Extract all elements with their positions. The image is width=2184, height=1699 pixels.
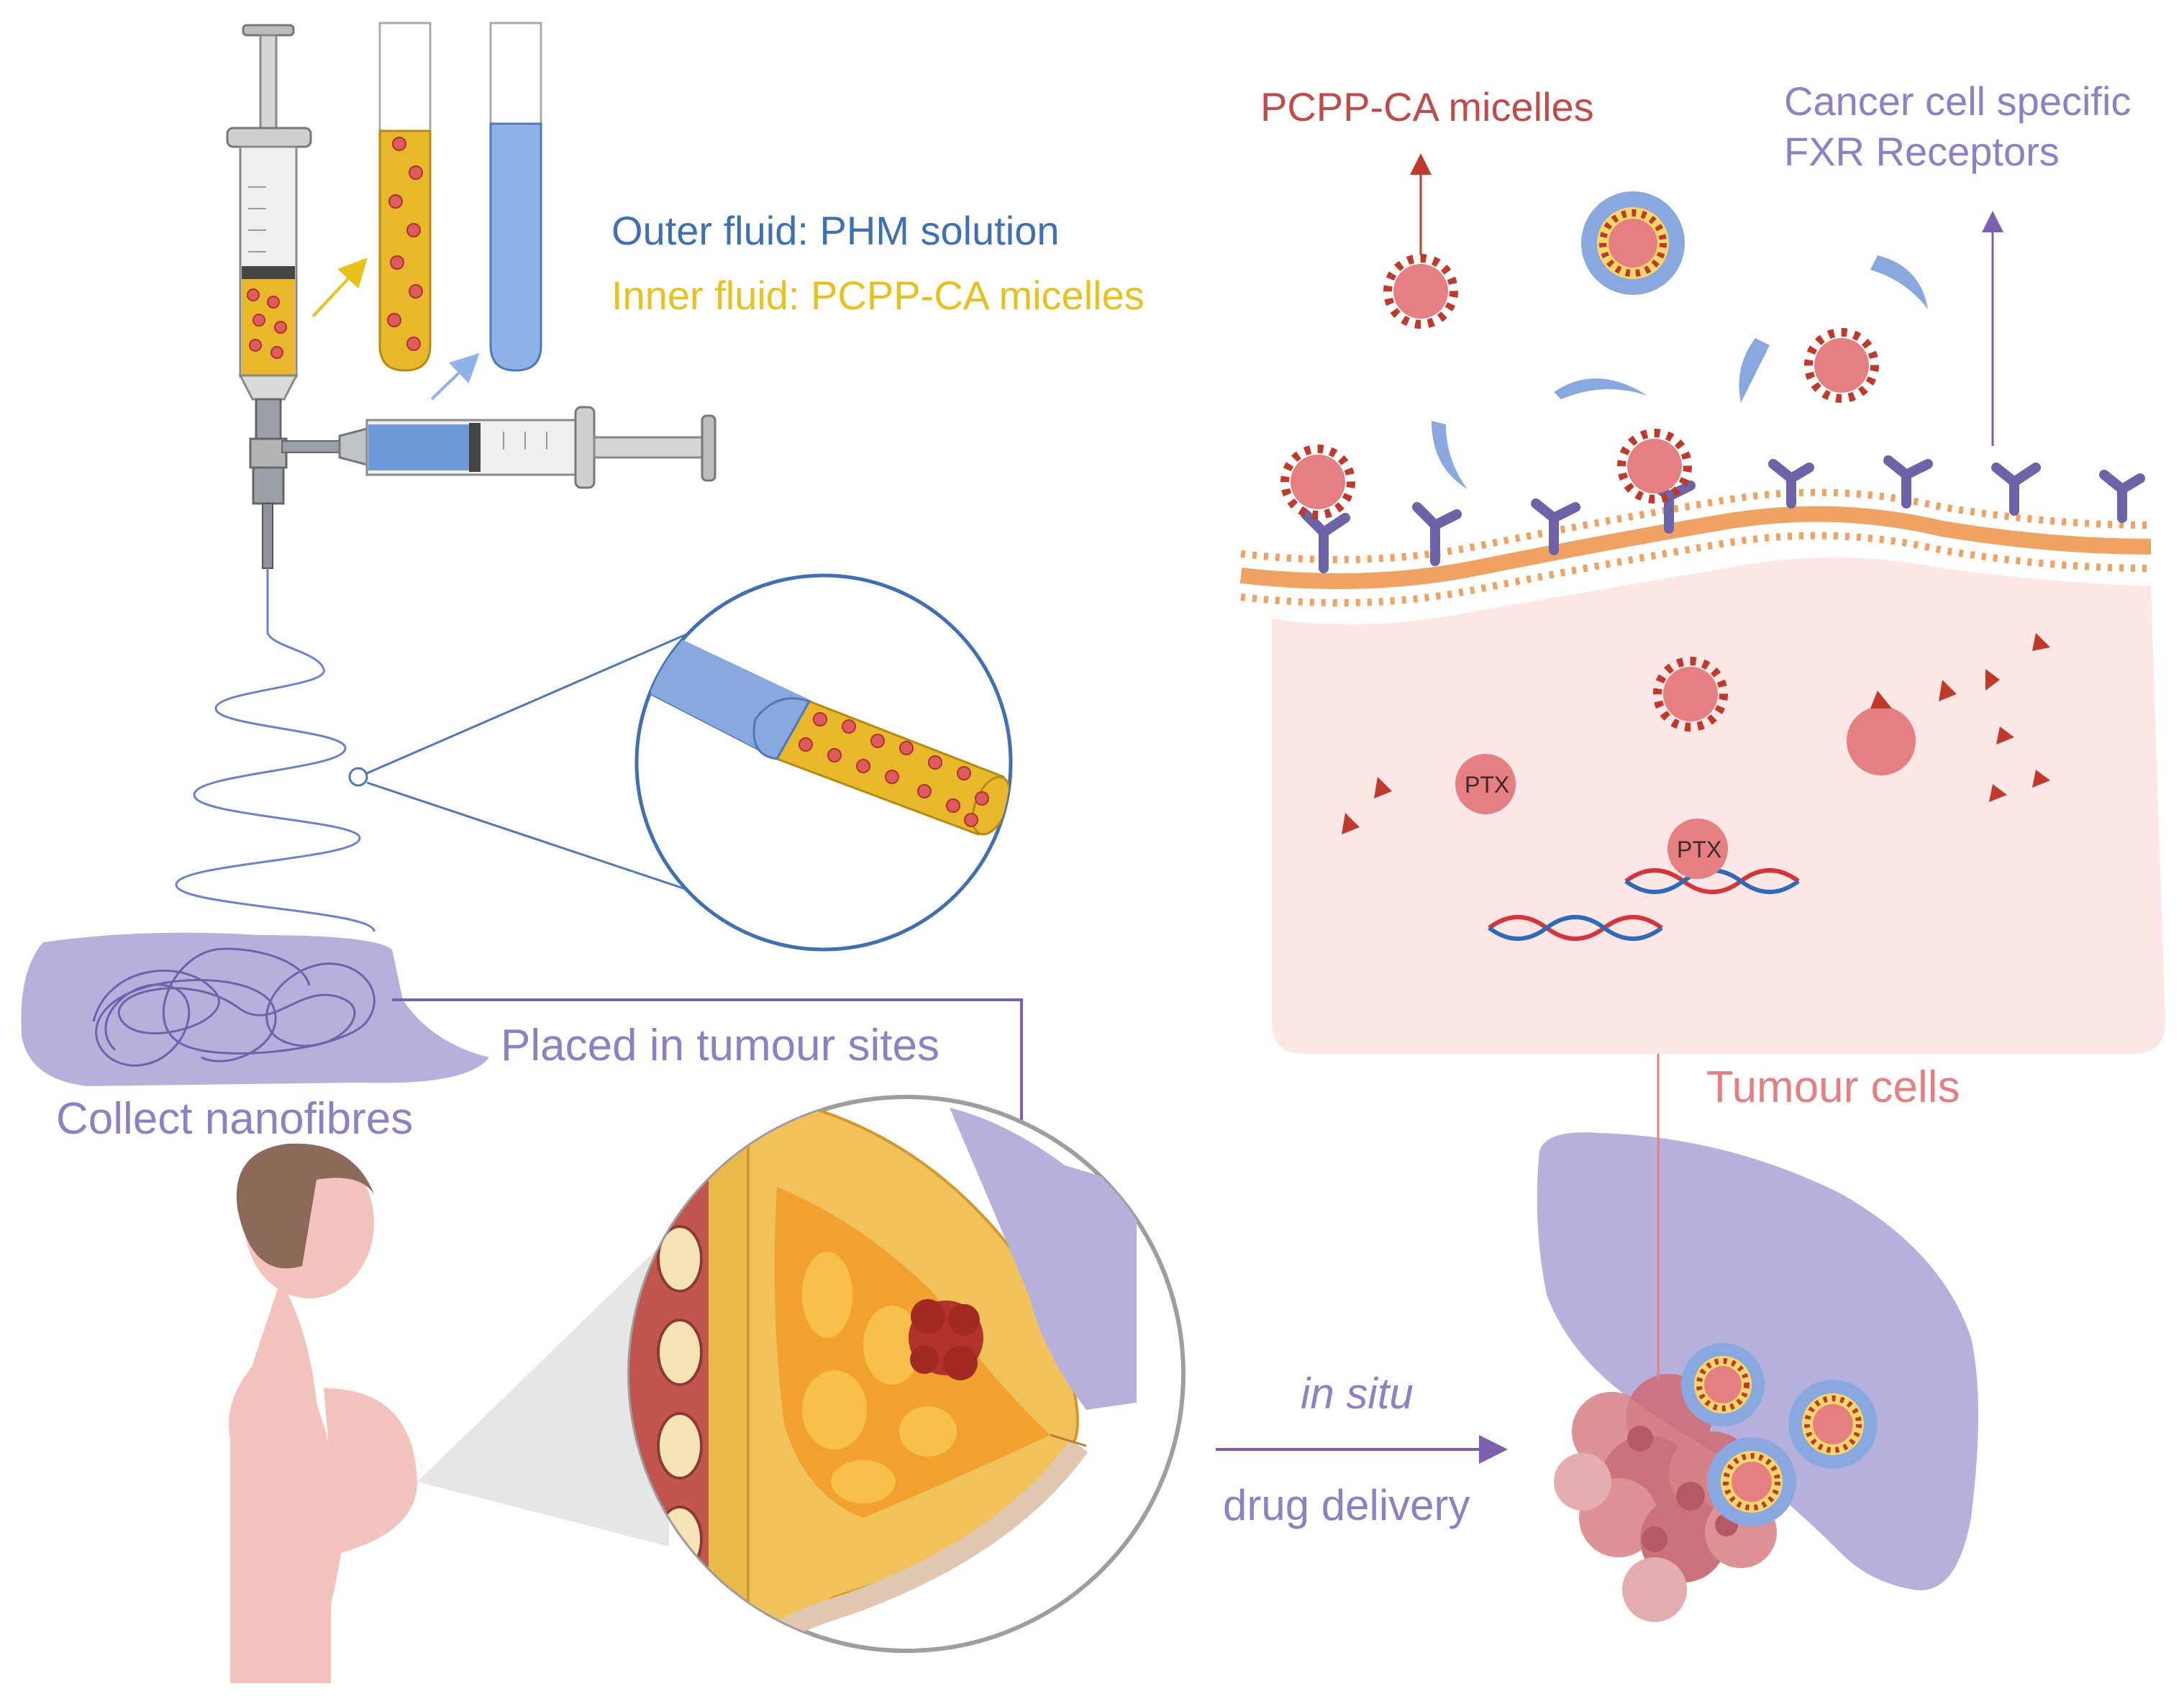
patient-silhouette	[229, 1143, 417, 1683]
micelle	[1383, 254, 1458, 329]
arrow-to-inner-tube	[311, 258, 368, 318]
drug-delivery-label: drug delivery	[1223, 1481, 1470, 1529]
shell-fragments	[1432, 255, 1928, 489]
micelles	[1280, 191, 1879, 1526]
micelle	[1804, 328, 1879, 403]
ptx-label-2: PTX	[1677, 837, 1722, 862]
nanofibre-mat	[21, 932, 489, 1086]
ptx-label-1: PTX	[1465, 772, 1510, 798]
fxr-receptors-label: FXR Receptors	[1784, 129, 2060, 174]
electrospinning-jet	[175, 568, 376, 932]
tumour-site	[1537, 1132, 1978, 1622]
inner-fluid-label: Inner fluid: PCPP-CA micelles	[611, 273, 1145, 318]
micelle	[1653, 657, 1728, 732]
tumour-cells-label: Tumour cells	[1706, 1062, 1960, 1112]
micelle	[1617, 429, 1692, 504]
placed-in-tumour-sites-label: Placed in tumour sites	[501, 1021, 939, 1070]
micelle	[1280, 445, 1355, 519]
breast-cross-section	[627, 1095, 1186, 1653]
tube-outer-fluid	[489, 22, 542, 372]
cancer-cell-specific-label: Cancer cell specific	[1784, 78, 2131, 124]
fxr-receptors	[1301, 455, 2145, 573]
breast-zoom-cone	[417, 1237, 669, 1547]
tumour-cell	[1239, 488, 2165, 1054]
zoom-point	[348, 767, 368, 787]
pcpp-ca-micelles-label: PCPP-CA micelles	[1260, 84, 1594, 129]
tube-inner-fluid	[378, 22, 432, 372]
coated-micelle	[1581, 191, 1685, 295]
horizontal-syringe	[281, 406, 716, 489]
coated-micelle	[1788, 1380, 1878, 1469]
arrow-to-outer-tube	[430, 352, 480, 401]
fibre-zoom-circle	[634, 573, 1013, 952]
vertical-syringe	[226, 24, 312, 569]
cell-membrane	[1239, 506, 2152, 589]
coated-micelle	[1681, 1343, 1765, 1426]
collect-nanofibres-label: Collect nanofibres	[56, 1094, 414, 1144]
coated-micelle	[1707, 1437, 1796, 1526]
in-situ-label: in situ	[1301, 1370, 1414, 1418]
outer-fluid-label: Outer fluid: PHM solution	[611, 208, 1060, 253]
